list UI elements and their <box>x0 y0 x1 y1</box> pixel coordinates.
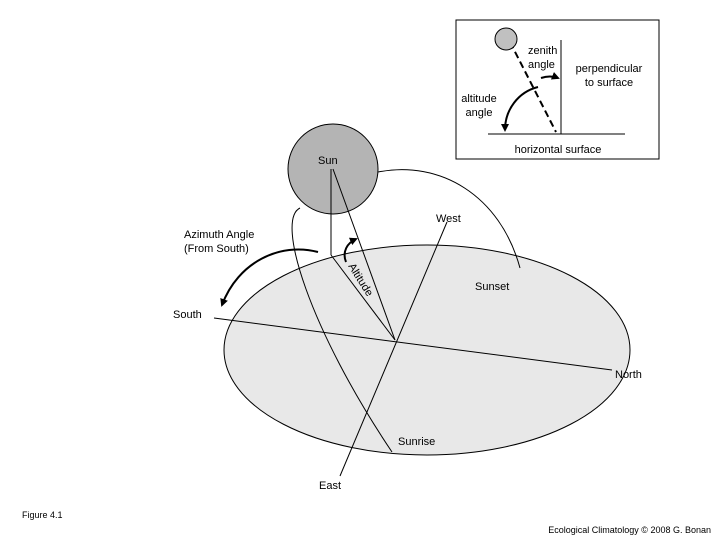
credit-text: Ecological Climatology © 2008 G. Bonan <box>548 525 711 535</box>
inset-sun-ray <box>509 41 557 133</box>
sun-path-arc <box>291 169 521 453</box>
sunset-label: Sunset <box>475 281 509 293</box>
inset-perpendicular-label-line1: perpendicular <box>576 63 643 75</box>
inset-sun <box>494 27 518 51</box>
inset-altitude-label-line1: altitude <box>461 93 496 105</box>
inset-box <box>455 19 660 160</box>
inset-zenith-label-line2: angle <box>528 59 555 71</box>
north-label: North <box>615 369 642 381</box>
inset-perpendicular-label-line2: to surface <box>585 77 633 89</box>
inset-altitude-arrow <box>501 86 539 132</box>
inset-altitude-label-line2: angle <box>466 107 493 119</box>
azimuth-label-line1: Azimuth Angle <box>184 229 254 241</box>
east-west-line <box>339 221 448 477</box>
inset-zenith-arrow <box>540 72 560 80</box>
west-label: West <box>436 213 461 225</box>
figure-number: Figure 4.1 <box>22 510 63 520</box>
sunrise-label: Sunrise <box>398 436 435 448</box>
inset-zenith-label-line1: zenith <box>528 45 557 57</box>
azimuth-label-line2: (From South) <box>184 243 249 255</box>
sun-label: Sun <box>318 155 338 167</box>
south-north-line <box>213 317 613 371</box>
altitude-arrow <box>343 237 358 263</box>
east-label: East <box>319 480 341 492</box>
south-label: South <box>173 309 202 321</box>
sun-ray-line <box>332 168 396 341</box>
inset-horizontal-surface-label: horizontal surface <box>515 144 602 156</box>
azimuth-arrow <box>220 248 319 307</box>
ground-ellipse <box>223 244 631 456</box>
sun-ground-projection <box>330 254 396 341</box>
